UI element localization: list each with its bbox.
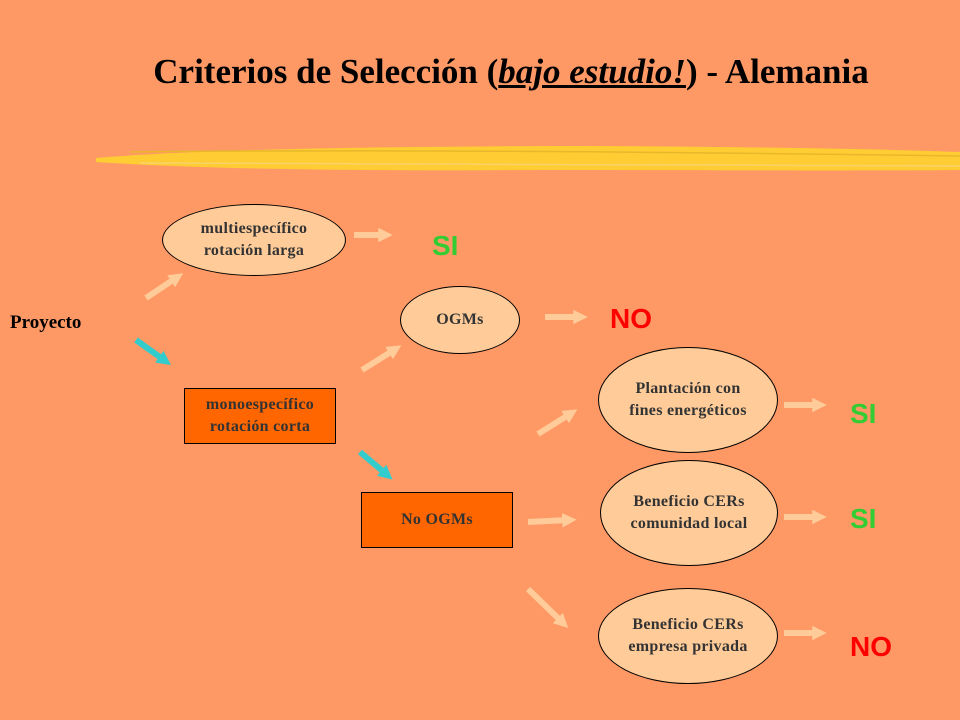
node-proyecto: Proyecto: [10, 312, 82, 333]
arrow-to-mono: [134, 337, 172, 366]
answer-plantacion: SI: [850, 398, 877, 429]
answer-multi: SI: [432, 230, 459, 261]
answer-privada: NO: [850, 631, 892, 662]
title-underlined-text: bajo estudio!: [498, 52, 686, 91]
arrow-to-no-ogms: [358, 449, 393, 480]
node-no-ogms: No OGMs: [361, 492, 513, 548]
answer-ogms: NO: [610, 303, 652, 334]
page-title: Criterios de Selección (bajo estudio!) -…: [153, 52, 869, 91]
arrow-to-privada: [525, 586, 569, 629]
arrow-to-multi: [144, 273, 184, 301]
arrow-to-plantacion: [536, 409, 578, 437]
arrow-to-ogms: [360, 345, 402, 373]
node-ogms: OGMs: [400, 286, 520, 354]
arrow-to-comunidad: [527, 513, 577, 528]
answer-comunidad: SI: [850, 503, 877, 534]
